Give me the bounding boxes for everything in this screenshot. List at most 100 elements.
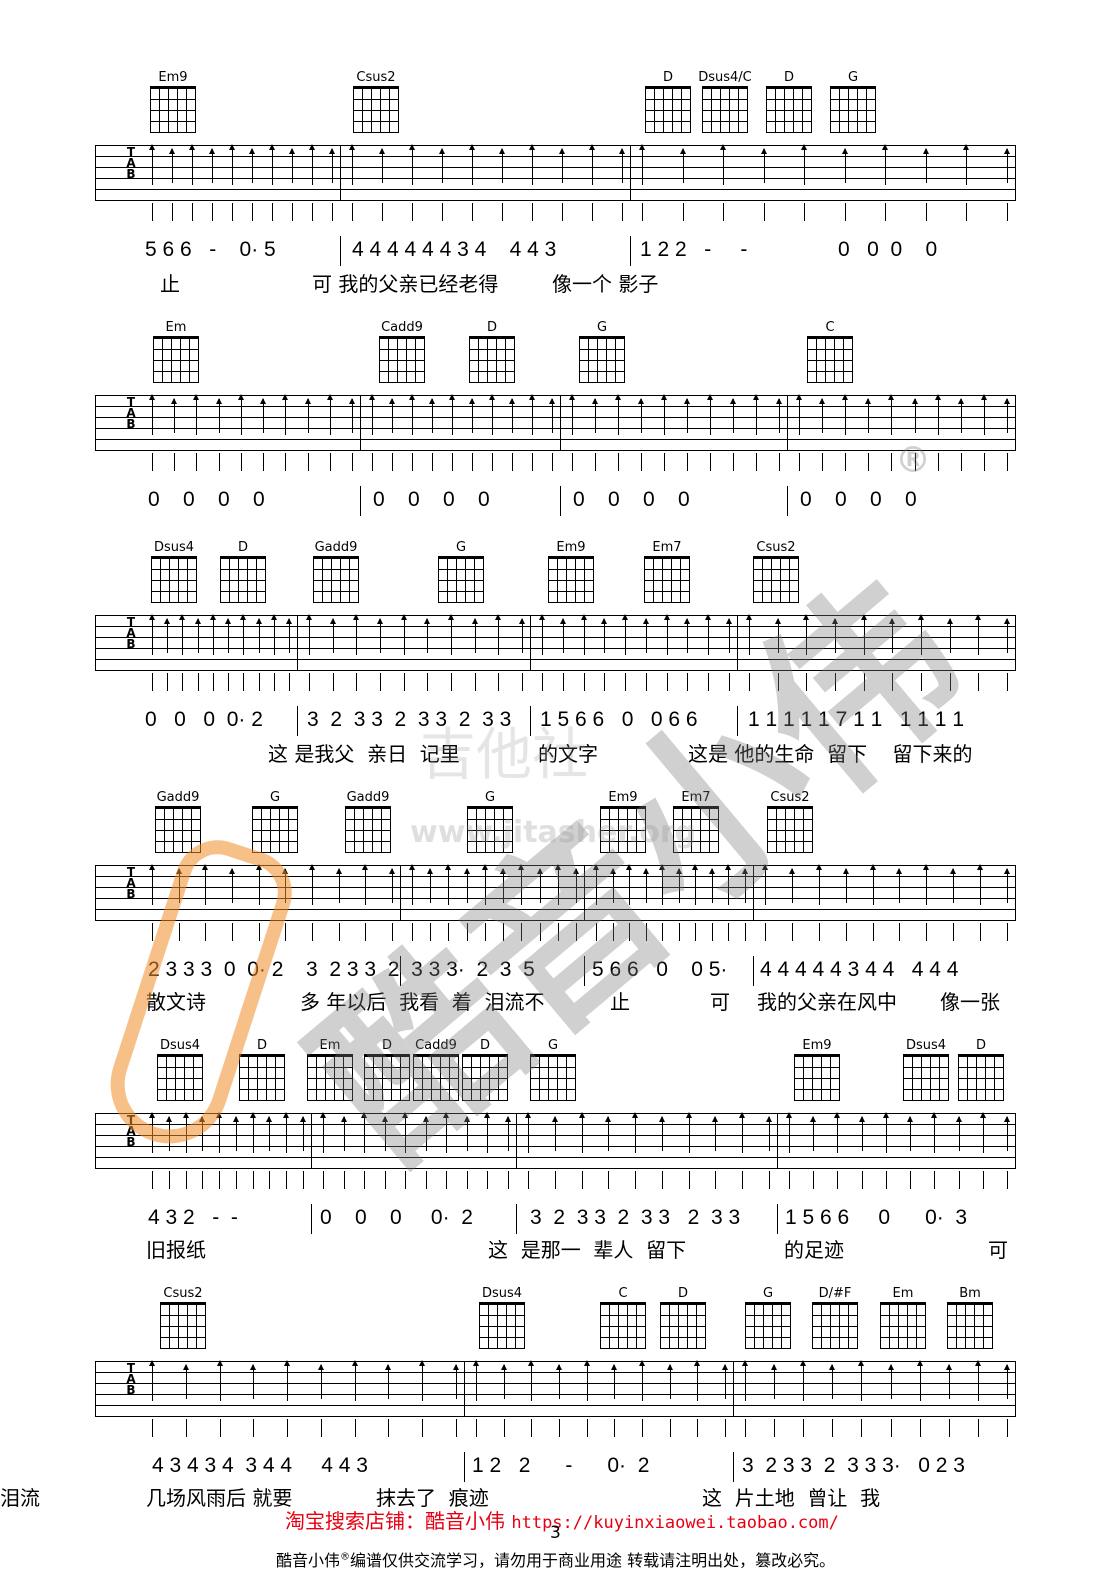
strum-stroke-icon	[500, 1364, 507, 1399]
chord-name: Gadd9	[346, 790, 390, 805]
fretboard-grid-icon	[157, 1054, 203, 1101]
fretboard-grid-icon	[812, 1302, 858, 1349]
note-stem	[323, 1171, 324, 1189]
note-stem	[352, 453, 353, 471]
numbered-notation-measure: 0 0 0 0	[800, 488, 917, 511]
note-stem	[309, 673, 310, 691]
note-stem	[487, 1171, 489, 1189]
fretboard-grid-icon	[807, 336, 853, 383]
strum-stroke-icon	[950, 868, 957, 903]
strum-stroke-icon	[720, 144, 727, 185]
barline	[95, 395, 96, 451]
strum-stroke-icon	[583, 1360, 590, 1401]
strum-stroke-icon	[463, 868, 470, 903]
note-stem	[472, 203, 473, 221]
note-stem	[412, 923, 413, 941]
note-stem	[949, 673, 951, 691]
note-stem	[708, 673, 710, 691]
note-stem	[745, 1419, 746, 1437]
lyric-line: 旧报纸	[146, 1238, 206, 1262]
chord-name: G	[847, 70, 859, 85]
chord-diagram: G	[826, 70, 880, 133]
note-stem	[813, 1171, 815, 1189]
barline	[630, 145, 631, 201]
note-stem	[492, 453, 493, 471]
chord-name: Bm	[959, 1286, 981, 1301]
strum-stroke-icon	[481, 864, 488, 905]
note-stem	[484, 923, 486, 941]
barline	[95, 145, 96, 201]
chord-diagram: C	[803, 320, 857, 383]
note-stem	[287, 1419, 289, 1437]
strum-stroke-icon	[489, 394, 495, 435]
strum-stroke-icon	[495, 614, 502, 655]
note-stem	[392, 923, 393, 941]
strum-stroke-icon	[725, 864, 732, 905]
fretboard-grid-icon	[794, 1054, 840, 1101]
strum-stroke-icon	[216, 1360, 223, 1401]
note-stem	[948, 1419, 950, 1437]
strum-stroke-icon	[832, 618, 838, 653]
chord-name: Csus2	[356, 70, 396, 85]
fretboard-grid-icon	[469, 336, 515, 383]
chord-diagram: Csus2	[763, 790, 817, 853]
fretboard-grid-icon	[151, 556, 197, 603]
strum-stroke-icon	[815, 864, 822, 905]
strum-stroke-icon	[209, 614, 216, 655]
strum-stroke-icon	[149, 144, 155, 185]
chord-diagram: Gadd9	[341, 790, 395, 853]
note-stem	[532, 453, 533, 471]
note-stem	[174, 453, 176, 471]
fretboard-grid-icon	[155, 806, 201, 853]
barline	[516, 1113, 517, 1169]
note-stem	[273, 673, 275, 691]
note-stem	[669, 1419, 671, 1437]
note-stem	[152, 1419, 153, 1437]
note-stem	[845, 923, 847, 941]
note-stem	[172, 203, 173, 221]
fretboard-grid-icon	[220, 556, 266, 603]
notation-barline	[530, 706, 531, 736]
chord-name: Cadd9	[415, 1038, 457, 1053]
note-stem	[432, 453, 433, 471]
strum-stroke-icon	[955, 1116, 962, 1151]
note-stem	[168, 1171, 170, 1189]
note-stem	[622, 203, 623, 221]
note-stem	[403, 673, 405, 691]
strum-stroke-icon	[592, 398, 598, 433]
strum-stroke-icon	[708, 868, 715, 903]
notation-barline	[560, 486, 561, 516]
chord-name: Dsus4/C	[698, 70, 752, 85]
strum-stroke-icon	[860, 614, 867, 655]
lyric-line: 多 年以后 我看 着 泪流不	[300, 990, 545, 1014]
strum-stroke-icon	[326, 394, 333, 435]
strum-stroke-icon	[266, 1116, 273, 1151]
strum-stroke-icon	[788, 868, 795, 903]
strum-stroke-icon	[918, 614, 924, 655]
shop-link[interactable]: https://kuyinxiaowei.taobao.com/	[511, 1513, 839, 1533]
strum-stroke-icon	[1004, 868, 1010, 903]
note-stem	[352, 203, 353, 221]
strum-stroke-icon	[979, 1112, 986, 1153]
chord-diagram: Em	[876, 1286, 930, 1349]
chord-name: D	[486, 320, 497, 335]
fretboard-grid-icon	[252, 806, 298, 853]
strum-stroke-icon	[786, 1112, 792, 1153]
fretboard-grid-icon	[880, 1302, 926, 1349]
note-stem	[528, 1171, 529, 1189]
chord-name: G	[269, 790, 281, 805]
strum-stroke-icon	[945, 1364, 952, 1399]
strum-stroke-icon	[199, 1116, 206, 1151]
strum-stroke-icon	[742, 868, 748, 903]
note-stem	[522, 673, 523, 691]
strum-stroke-icon	[771, 1364, 778, 1399]
strum-stroke-icon	[694, 1360, 701, 1401]
strum-stroke-icon	[283, 1112, 290, 1153]
chord-diagram: D	[465, 320, 519, 383]
note-stem	[645, 923, 647, 941]
strum-stroke-icon	[317, 1364, 324, 1399]
note-stem	[332, 203, 333, 221]
strum-stroke-icon	[536, 868, 543, 903]
